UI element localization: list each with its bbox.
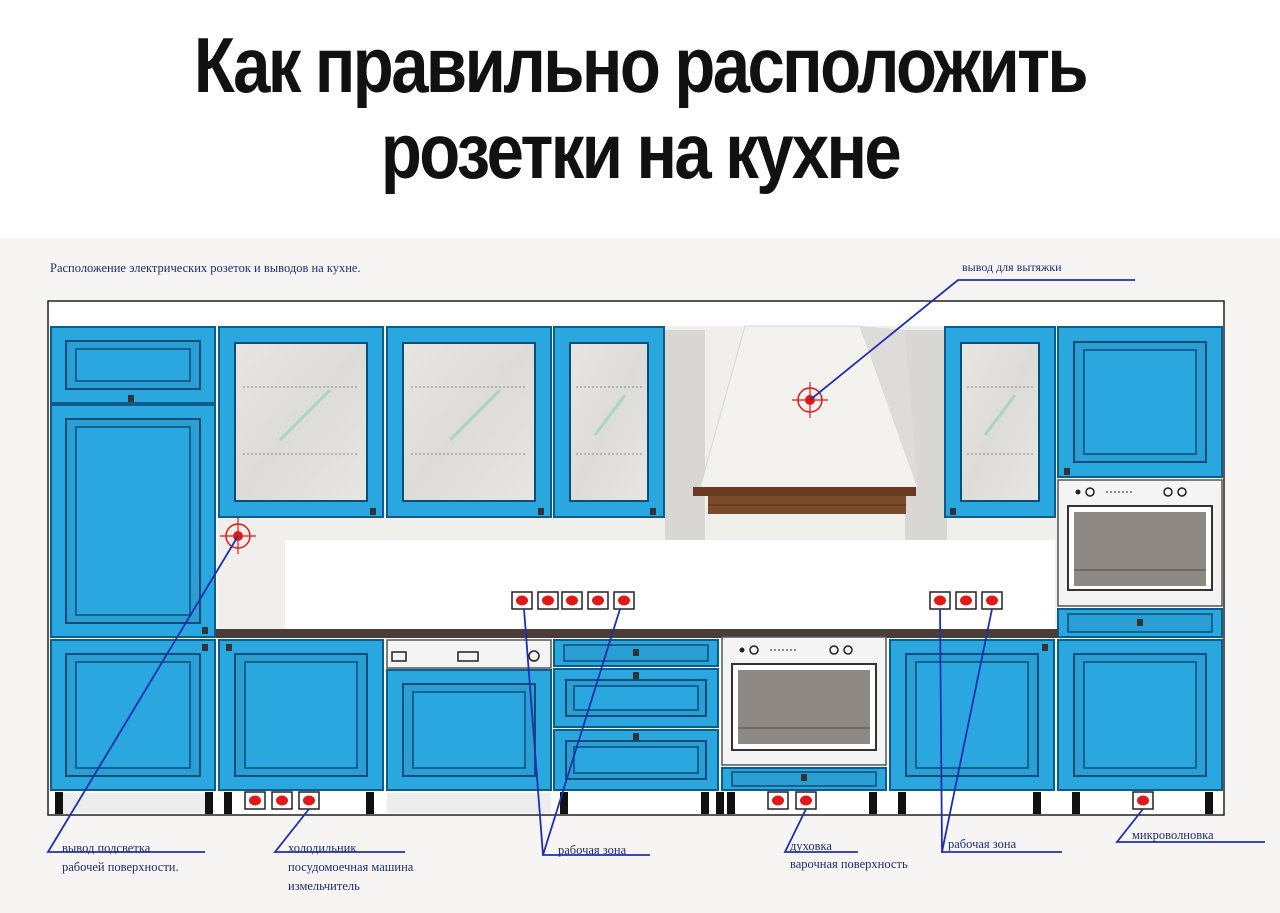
- label-fridge-line-3: измельчитель: [288, 879, 360, 893]
- outlet-group-worktop-left: [511, 591, 635, 610]
- outlet-group-floor-oven: [767, 791, 817, 810]
- upper-cabinet-glass-2: [386, 326, 552, 518]
- countertop: [216, 629, 1058, 638]
- range-hood-side: [860, 326, 918, 488]
- label-work-zone-right: рабочая зона: [948, 837, 1017, 851]
- label-backlight-line-1: вывод подсветка: [62, 841, 151, 855]
- label-oven-line-2: варочная поверхность: [790, 857, 908, 871]
- page-title: Как правильно расположить розетки на кух…: [90, 22, 1191, 194]
- outlet-group-floor-fridge: [244, 791, 320, 810]
- lower-cabinet-1: [50, 639, 216, 791]
- backsplash-white-zone: [285, 540, 1055, 630]
- hood-shelf: [693, 487, 916, 496]
- cabinet-shadow: [665, 330, 705, 540]
- leader-lines: [46, 279, 1265, 856]
- tall-cabinet-left: [50, 326, 216, 638]
- label-hood-outlet: вывод для вытяжки: [962, 260, 1062, 274]
- upper-cabinet-glass-4: [944, 326, 1056, 518]
- drawer-stack: [553, 639, 719, 791]
- upper-cabinet-glass-1: [218, 326, 384, 518]
- label-work-zone-left: рабочая зона: [558, 843, 627, 857]
- lower-cabinet-4: [1057, 639, 1223, 791]
- diagram-caption: Расположение электрических розеток и выв…: [50, 261, 361, 275]
- lower-cabinet-3: [889, 639, 1055, 791]
- page-title-line-1: Как правильно расположить: [193, 21, 1089, 109]
- lower-cabinet-2: [218, 639, 384, 791]
- upper-cabinet-glass-3: [553, 326, 665, 518]
- oven-under-hob: [721, 636, 887, 791]
- dishwasher: [386, 639, 552, 791]
- tall-cabinet-right: [1057, 326, 1223, 638]
- label-fridge-line-2: посудомоечная машина: [288, 860, 414, 874]
- plinth: [51, 792, 1222, 814]
- outlet-group-worktop-right: [929, 591, 1003, 610]
- label-fridge-line-1: холодильник: [288, 841, 357, 855]
- label-oven-line-1: духовка: [790, 839, 832, 853]
- outlet-floor-microwave: [1132, 791, 1154, 810]
- label-microwave: микроволновка: [1132, 828, 1214, 842]
- page-title-line-2: розетки на кухне: [380, 107, 902, 195]
- label-backlight-line-2: рабочей поверхности.: [62, 860, 179, 874]
